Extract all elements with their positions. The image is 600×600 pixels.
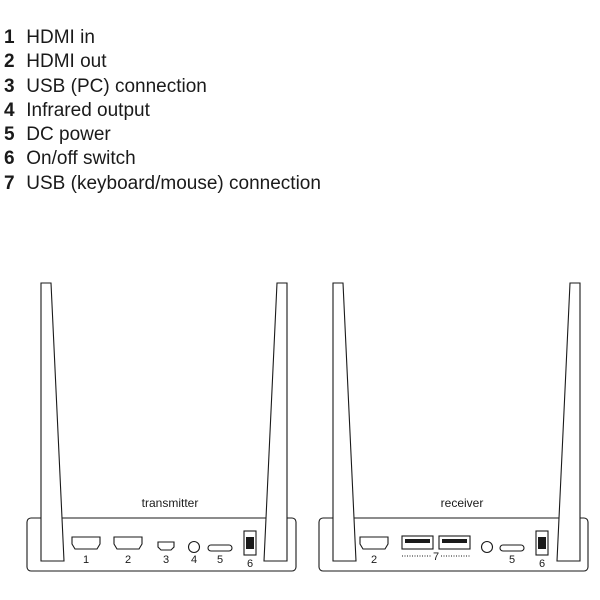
ir-port: [480, 540, 494, 554]
transmitter-body: [26, 517, 297, 572]
hdmi-out-port: [113, 536, 143, 550]
dc-power-port: [207, 544, 233, 552]
dc-power-port: [499, 544, 525, 552]
legend-item-3: 3 USB (PC) connection: [4, 75, 321, 99]
receiver-body: [318, 517, 589, 572]
port-number-1: 1: [83, 554, 89, 566]
receiver-label: receiver: [441, 496, 484, 510]
legend-text: HDMI out: [26, 51, 107, 73]
switch-frame: [243, 530, 257, 556]
legend-number: 3: [4, 75, 15, 97]
usb-pc-port: [157, 541, 175, 551]
legend-item-4: 4 Infrared output: [4, 99, 321, 123]
switch-frame: [535, 530, 549, 556]
port-number-3: 3: [163, 554, 169, 566]
receiver-unit: receiver 2 7 5 6: [318, 282, 589, 572]
legend-number: 7: [4, 172, 15, 194]
legend-text: USB (PC) connection: [26, 75, 207, 97]
port-number-7: 7: [433, 551, 439, 563]
usb-keyboard-mouse-port-b: [438, 535, 471, 550]
ir-output-port: [187, 540, 201, 554]
switch-knob: [538, 537, 546, 549]
port-number-2: 2: [371, 554, 377, 566]
port-number-6: 6: [539, 558, 545, 570]
legend-number: 5: [4, 124, 15, 146]
legend-item-7: 7 USB (keyboard/mouse) connection: [4, 172, 321, 196]
legend-text: HDMI in: [26, 27, 95, 48]
hdmi-out-port: [359, 536, 389, 550]
legend-number: 6: [4, 148, 15, 170]
legend-item-2: 2 HDMI out: [4, 50, 321, 74]
antenna-right: [263, 282, 288, 562]
transmitter-unit: transmitter 1 2 3 4 5 6: [26, 282, 297, 572]
port-number-5: 5: [217, 554, 223, 566]
hdmi-in-port: [71, 536, 101, 550]
legend-number: 2: [4, 51, 15, 73]
legend-item-5: 5 DC power: [4, 123, 321, 147]
legend-item-6: 6 On/off switch: [4, 147, 321, 171]
legend-item-1: 1 HDMI in: [4, 26, 321, 50]
port-number-5: 5: [509, 554, 515, 566]
legend-text: On/off switch: [26, 148, 136, 170]
power-switch: [243, 530, 257, 556]
transmitter-label: transmitter: [142, 496, 199, 510]
legend-number: 1: [4, 27, 15, 48]
legend-text: USB (keyboard/mouse) connection: [26, 172, 321, 194]
legend-number: 4: [4, 99, 15, 121]
antenna-right: [556, 282, 581, 562]
legend-text: Infrared output: [26, 99, 150, 121]
antenna-left: [40, 282, 65, 562]
port-number-6: 6: [247, 558, 253, 570]
switch-knob: [246, 537, 254, 549]
port-number-2: 2: [125, 554, 131, 566]
usb-keyboard-mouse-port-a: [401, 535, 434, 550]
antenna-left: [332, 282, 357, 562]
port-number-4: 4: [191, 554, 197, 566]
legend-text: DC power: [26, 124, 111, 146]
power-switch: [535, 530, 549, 556]
port-legend: 1 HDMI in 2 HDMI out 3 USB (PC) connecti…: [4, 26, 321, 196]
